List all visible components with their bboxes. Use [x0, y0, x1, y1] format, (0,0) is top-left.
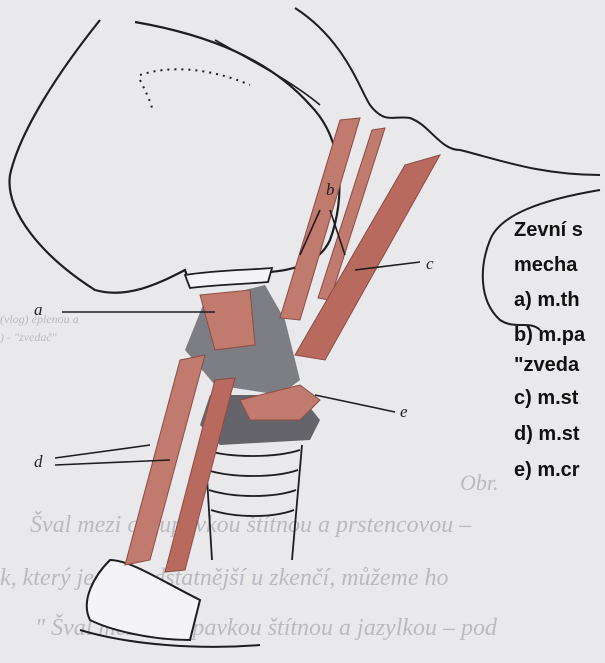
skull-outline — [10, 20, 190, 293]
label-a: a — [34, 300, 43, 320]
label-b: b — [326, 180, 335, 200]
caption-item-d: d) m.st — [514, 424, 580, 444]
dotted-outline-2 — [140, 80, 152, 108]
hyoid-bone — [185, 268, 272, 288]
caption-item-a: a) m.th — [514, 290, 580, 310]
caption-item-b-cont: "zveda — [514, 355, 579, 375]
label-e: e — [400, 402, 408, 422]
sternum-outline — [87, 560, 200, 640]
caption-title-2: mecha — [514, 255, 577, 275]
trachea — [205, 445, 302, 560]
caption-title-1: Zevní s — [514, 220, 583, 240]
caption-item-b: b) m.pa — [514, 325, 585, 345]
label-d: d — [34, 452, 43, 472]
caption-item-c: c) m.st — [514, 388, 578, 408]
dotted-outline — [140, 69, 250, 85]
ramus-outline — [215, 40, 320, 105]
caption-item-e: e) m.cr — [514, 460, 580, 480]
label-c: c — [426, 254, 434, 274]
